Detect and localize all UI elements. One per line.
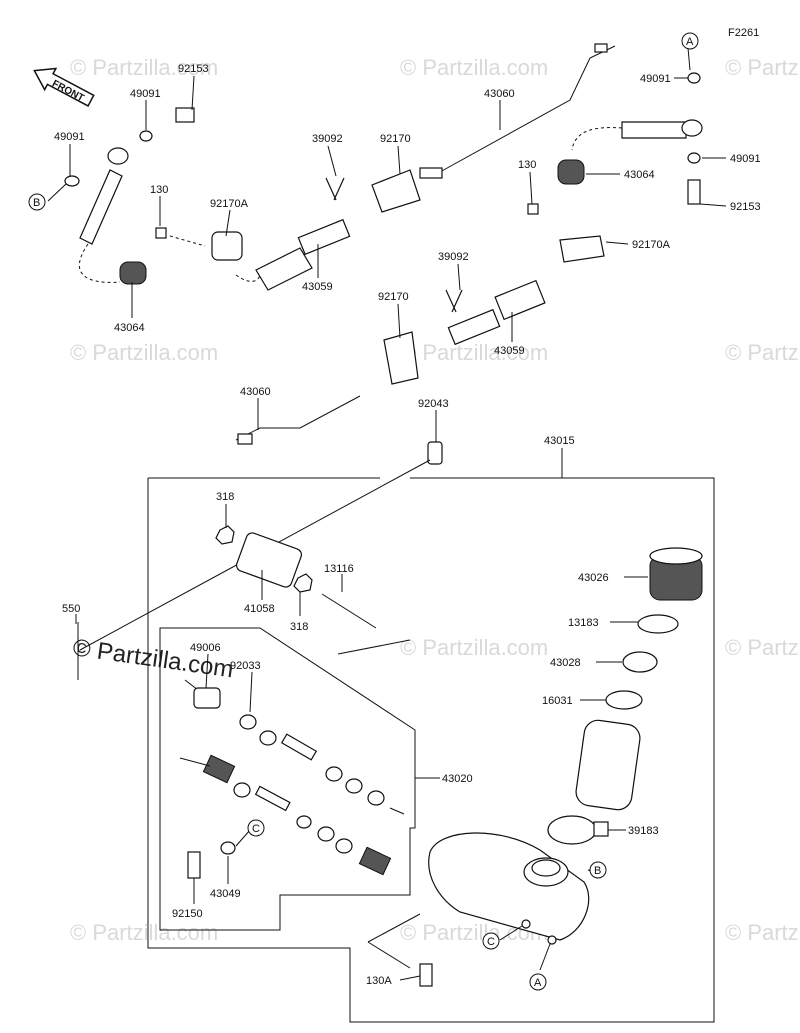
watermark: © Partzilla.com — [400, 635, 548, 660]
callout-letter: C — [487, 936, 495, 948]
assembly-frame-43015 — [147, 448, 715, 1023]
part-label: 92033 — [230, 660, 261, 672]
part-label: 92170 — [378, 291, 409, 303]
watermark: © Partzilla.com — [725, 340, 800, 365]
watermark: © Partzilla.com — [725, 920, 800, 945]
reservoir-parts — [547, 547, 703, 845]
part-label: 43015 — [544, 435, 575, 447]
part-label: 39183 — [628, 825, 659, 837]
part-label: 41058 — [244, 603, 275, 615]
part-label: 43026 — [578, 572, 609, 584]
part-label: 130A — [366, 975, 392, 987]
part-label: 92150 — [172, 908, 203, 920]
part-label: 92153 — [178, 63, 209, 75]
part-label: 49006 — [190, 642, 221, 654]
callout-marker: A — [681, 32, 699, 50]
circle-callouts: A B C B C A — [28, 32, 699, 991]
part-label: 318 — [216, 491, 234, 503]
watermark: © Partzilla.com — [70, 340, 218, 365]
callout-letter: C — [252, 823, 260, 835]
figure-id: F2261 — [728, 27, 759, 39]
subassembly-frame-43020 — [159, 627, 432, 931]
part-label: 92153 — [730, 201, 761, 213]
watermark: © Partzilla.com — [400, 55, 548, 80]
callout-letter: B — [33, 197, 40, 209]
part-label: 92170A — [632, 239, 671, 251]
part-label: 43059 — [302, 281, 333, 293]
middle-cable — [235, 279, 546, 445]
part-label: 49091 — [730, 153, 761, 165]
part-label: 43064 — [114, 322, 145, 334]
callout-marker: B — [589, 861, 607, 879]
callout-letter: B — [594, 865, 601, 877]
left-reservoir-hose — [64, 107, 261, 285]
master-cylinder-body — [367, 832, 590, 987]
part-label: 43059 — [494, 345, 525, 357]
part-label: 130 — [518, 159, 536, 171]
part-label: 43020 — [442, 773, 473, 785]
callout-letter: A — [686, 36, 694, 48]
watermarks: © Partzilla.com © Partzilla.com © Partzi… — [70, 55, 800, 945]
right-reservoir-hose — [527, 72, 703, 263]
clevis-parts — [77, 525, 377, 680]
part-label: 39092 — [312, 133, 343, 145]
callout-marker: A — [529, 973, 547, 991]
callout-marker: C — [482, 932, 500, 950]
part-label: 43028 — [550, 657, 581, 669]
watermark: © Partzilla.com — [400, 340, 548, 365]
pin-part — [427, 441, 443, 465]
part-label: 39092 — [438, 251, 469, 263]
part-labels: 92153 49091 49091 130 92170A 43064 39092… — [54, 63, 761, 987]
part-label: 43060 — [240, 386, 271, 398]
part-label: 92170A — [210, 198, 249, 210]
part-label: 92043 — [418, 398, 449, 410]
watermark: © Partzilla.com — [70, 920, 218, 945]
part-label: 49091 — [640, 73, 671, 85]
callout-marker: C — [247, 819, 265, 837]
leader-lines — [47, 47, 727, 981]
part-label: 550 — [62, 603, 80, 615]
part-label: 43049 — [210, 888, 241, 900]
master-cylinder-internals — [179, 687, 405, 879]
part-label: 43064 — [624, 169, 655, 181]
watermark: © Partzilla.com — [70, 55, 218, 80]
watermark: © Partzilla.com — [725, 55, 800, 80]
part-label: 318 — [290, 621, 308, 633]
part-label: 13116 — [324, 563, 354, 575]
upper-cable — [255, 43, 616, 291]
part-label: 130 — [150, 184, 168, 196]
part-label: 43060 — [484, 88, 515, 100]
watermark: © Partzilla.com — [725, 635, 800, 660]
part-label: 92170 — [380, 133, 411, 145]
callout-marker: B — [28, 193, 46, 211]
part-label: 49091 — [130, 88, 161, 100]
part-label: 13183 — [568, 617, 599, 629]
callout-letter: A — [534, 977, 542, 989]
part-label: 49091 — [54, 131, 85, 143]
part-label: 16031 — [542, 695, 573, 707]
